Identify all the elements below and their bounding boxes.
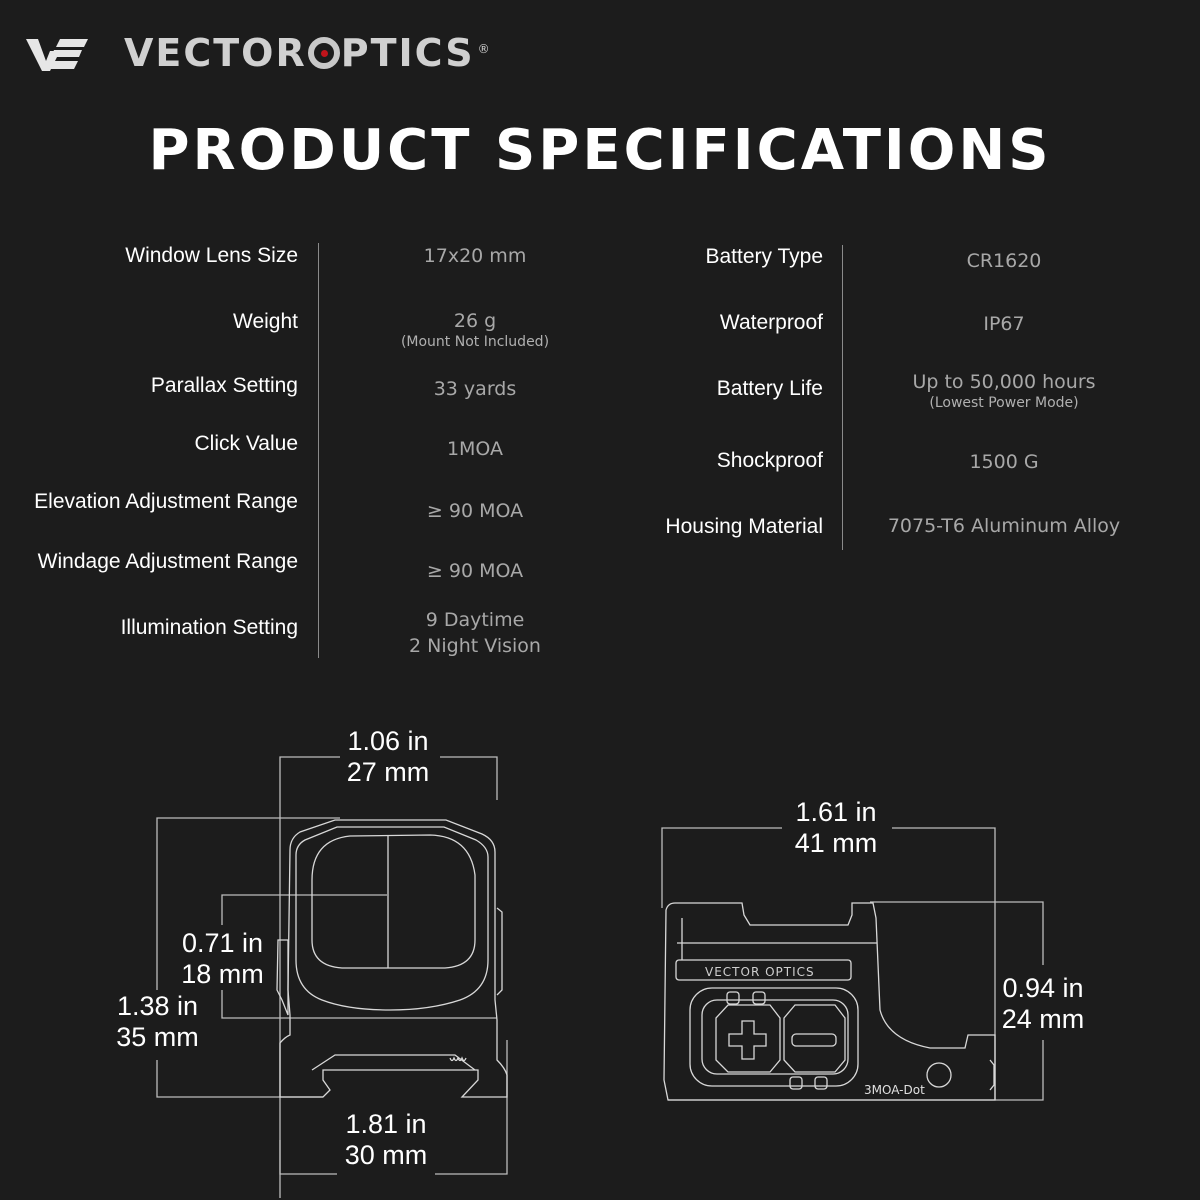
spec-label: Shockproof <box>716 449 823 472</box>
spec-value: ≥ 90 MOA <box>426 560 524 582</box>
spec-label: Windage Adjustment Range <box>37 550 298 573</box>
spec-label: Elevation Adjustment Range <box>34 490 298 513</box>
spec-value: 1500 G <box>969 451 1039 473</box>
spec-label: Waterproof <box>719 311 823 334</box>
registered-mark: ® <box>477 42 492 56</box>
column-divider <box>842 245 843 550</box>
brand-name-part2: PTICS <box>340 31 475 75</box>
spec-table-left: Window Lens Size 17x20 mm Weight 26 g(Mo… <box>0 243 600 658</box>
spec-table-right: Battery Type CR1620 Waterproof IP67 Batt… <box>600 245 1200 550</box>
brand-name-part1: VECTOR <box>124 31 307 75</box>
spec-value: IP67 <box>983 313 1025 335</box>
minus-button-outline <box>783 1004 846 1073</box>
spec-value: 7075-T6 Aluminum Alloy <box>887 515 1121 537</box>
spec-value: 1MOA <box>446 438 504 460</box>
spec-value: CR1620 <box>966 250 1042 272</box>
spec-value: 33 yards <box>433 378 517 400</box>
vector-optics-logo-icon <box>26 39 88 71</box>
brand-header: VECTOR PTICS ® <box>24 30 492 76</box>
spec-label: Housing Material <box>665 515 823 538</box>
spec-label: Window Lens Size <box>125 244 298 267</box>
column-divider <box>318 243 319 658</box>
spec-value: 17x20 mm <box>423 245 527 267</box>
spec-label: Battery Life <box>716 377 823 400</box>
spec-label: Illumination Setting <box>120 616 298 639</box>
side-view-drawing: VECTOR OPTICS 3MOA-Dot <box>661 827 1044 1101</box>
plus-button-outline <box>715 1004 781 1073</box>
reticle-label: 3MOA-Dot <box>864 1083 925 1097</box>
red-dot-o-icon <box>307 37 340 69</box>
spec-label: Weight <box>233 310 298 333</box>
spec-label: Click Value <box>194 432 298 455</box>
page-title: PRODUCT SPECIFICATIONS <box>148 118 1052 183</box>
spec-value: Up to 50,000 hours(Lowest Power Mode) <box>912 371 1096 411</box>
spec-value: 26 g(Mount Not Included) <box>400 310 550 350</box>
spec-label: Parallax Setting <box>150 374 298 397</box>
front-view-drawing <box>156 756 508 1198</box>
spec-label: Battery Type <box>705 245 823 268</box>
brand-wordmark: VECTOR PTICS ® <box>124 31 492 75</box>
side-engraving: VECTOR OPTICS <box>705 965 815 979</box>
spec-value: ≥ 90 MOA <box>426 500 524 522</box>
